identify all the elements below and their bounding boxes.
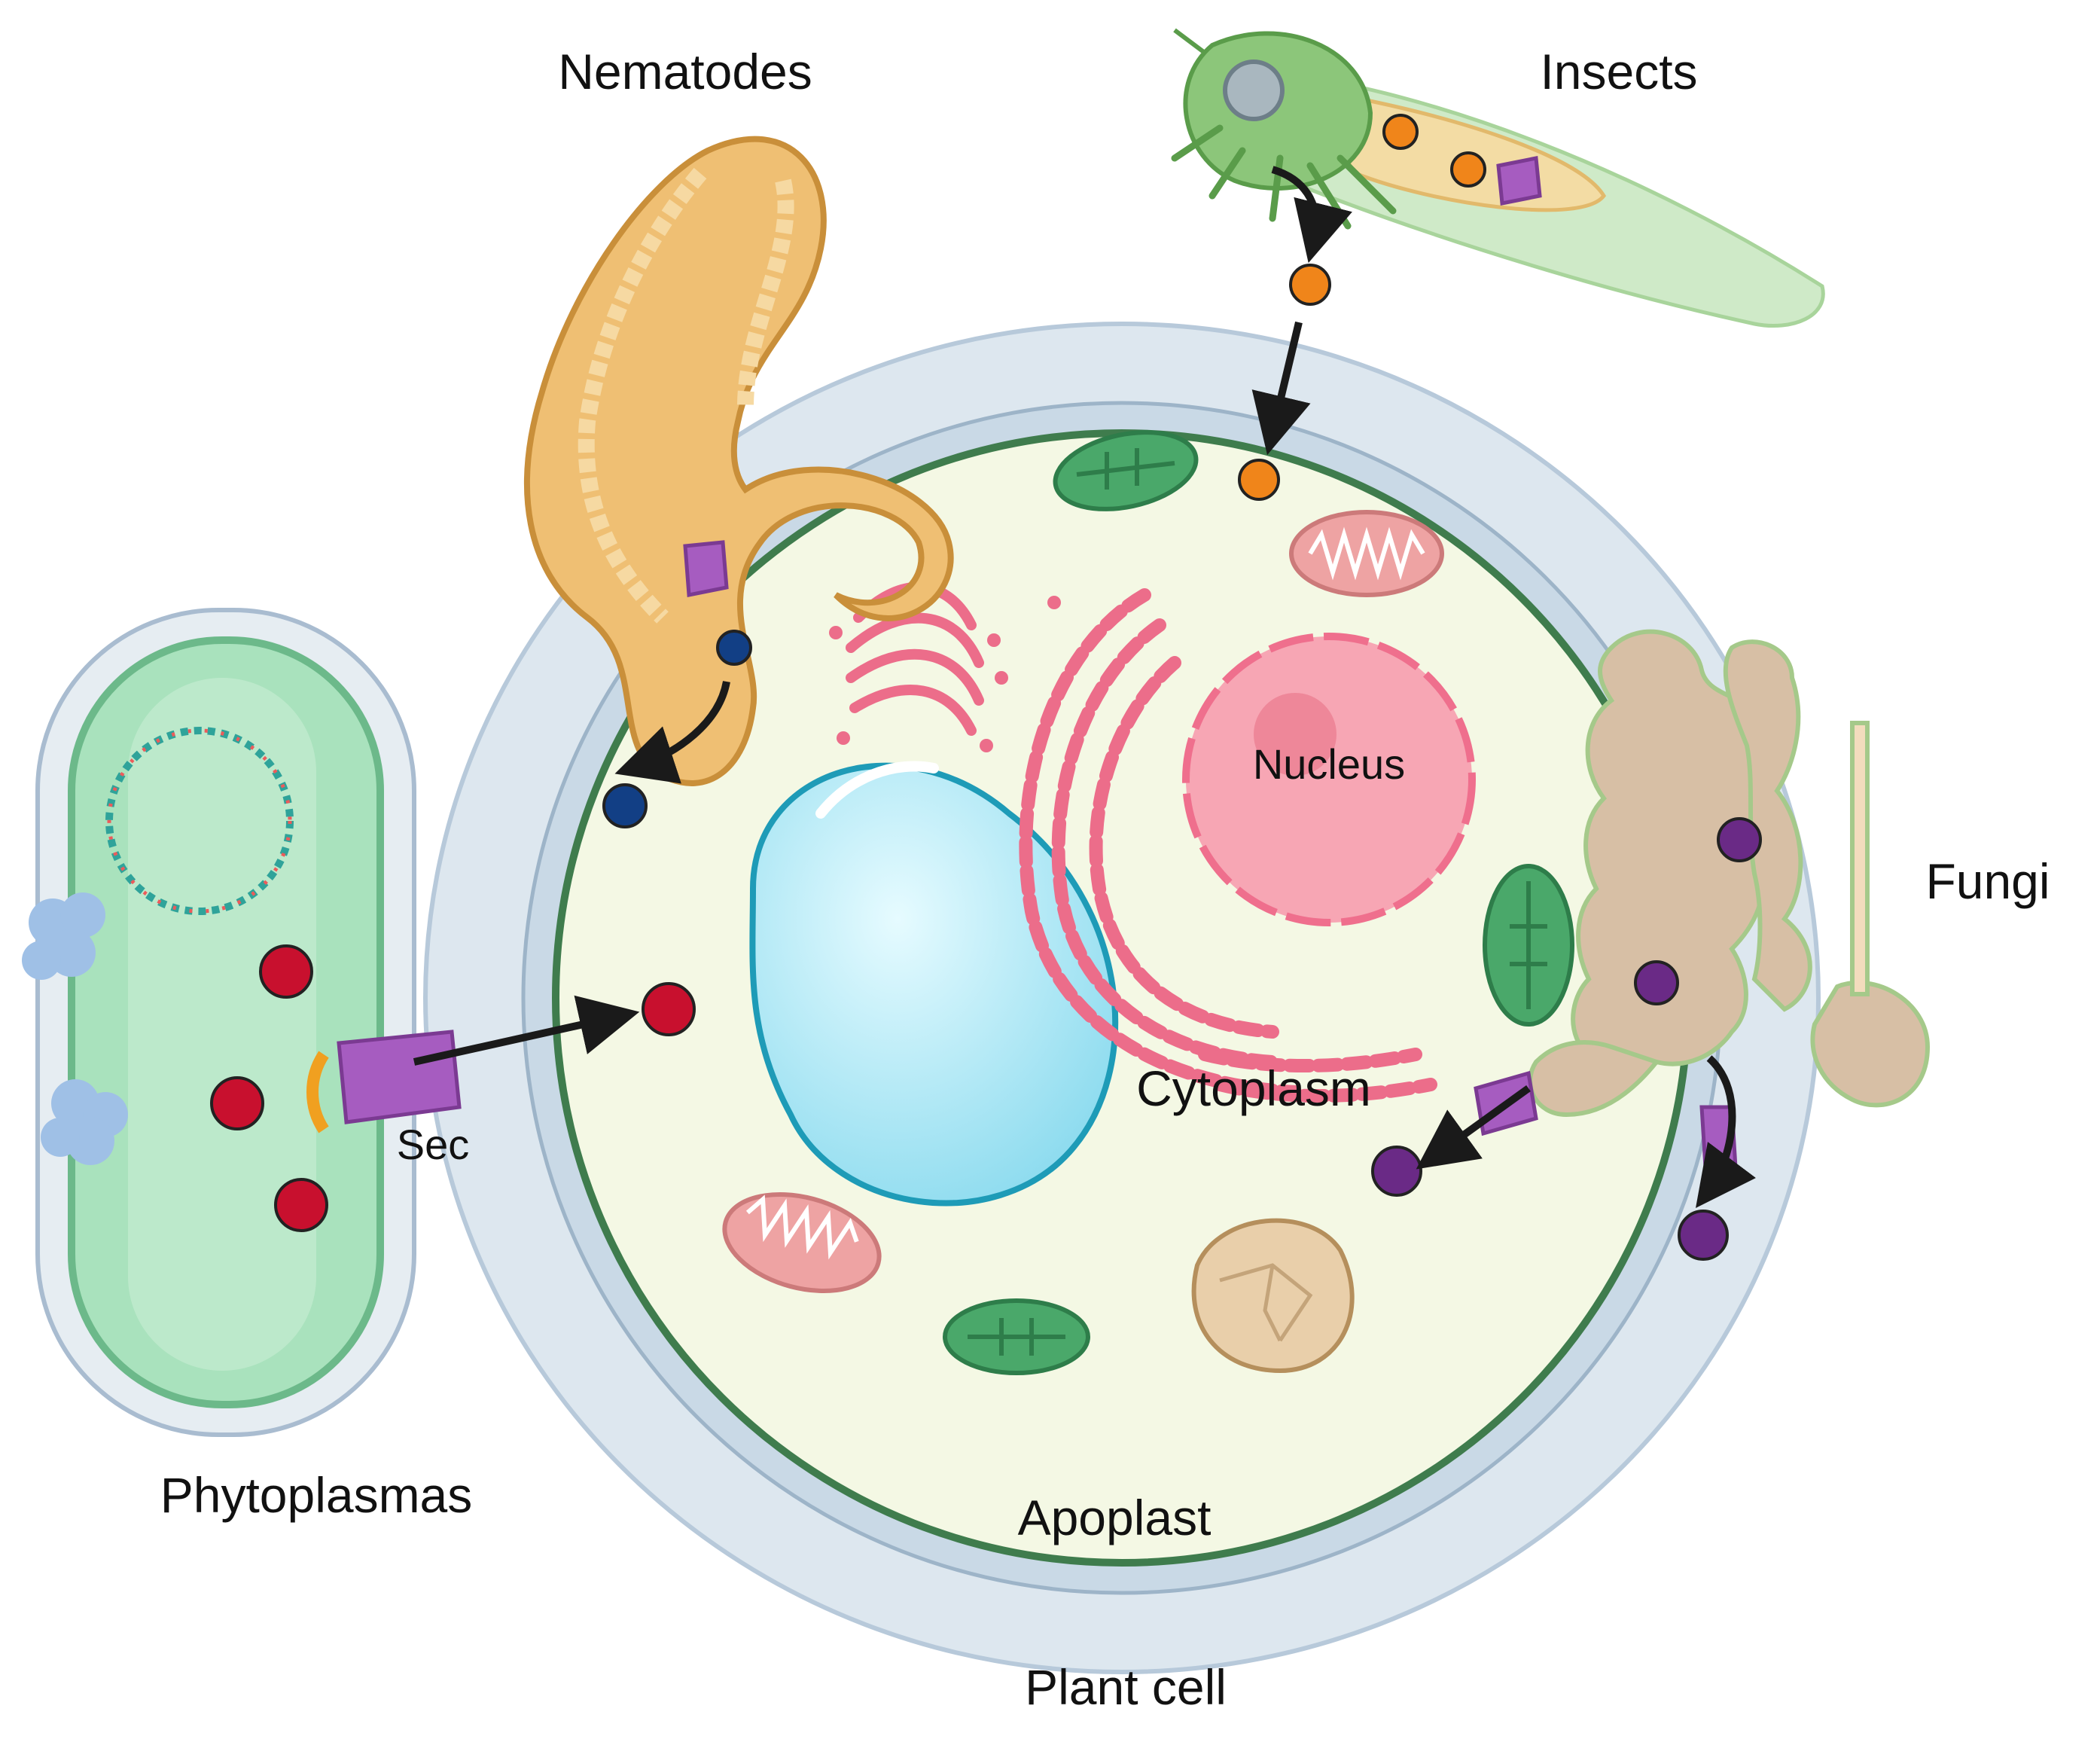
endoplasmic-reticulum [1019, 588, 1437, 1103]
arrow-icon [413, 166, 1756, 1209]
mitochondrion-icon [722, 510, 1444, 1294]
label-insects: Insects [1540, 44, 1698, 99]
label-plant-cell: Plant cell [1025, 1659, 1227, 1715]
secretion-system-icon [306, 156, 1738, 1170]
label-apoplast: Apoplast [1017, 1490, 1212, 1545]
label-sec: Sec [396, 1121, 470, 1168]
surface-protein [22, 892, 128, 1165]
label-cytoplasm: Cytoplasm [1136, 1060, 1371, 1116]
amyloplast [1191, 1218, 1355, 1374]
effector-icon [210, 114, 1762, 1261]
fungus-icon [1528, 629, 1931, 1118]
label-nucleus: Nucleus [1252, 740, 1406, 788]
label-nematodes: Nematodes [558, 44, 812, 99]
label-phytoplasmas: Phytoplasmas [160, 1467, 473, 1523]
phytoplasma-icon [22, 608, 416, 1437]
label-fungi: Fungi [1925, 853, 2050, 909]
nucleus-icon [1182, 633, 1476, 926]
chloroplast-icon [943, 430, 1574, 1375]
